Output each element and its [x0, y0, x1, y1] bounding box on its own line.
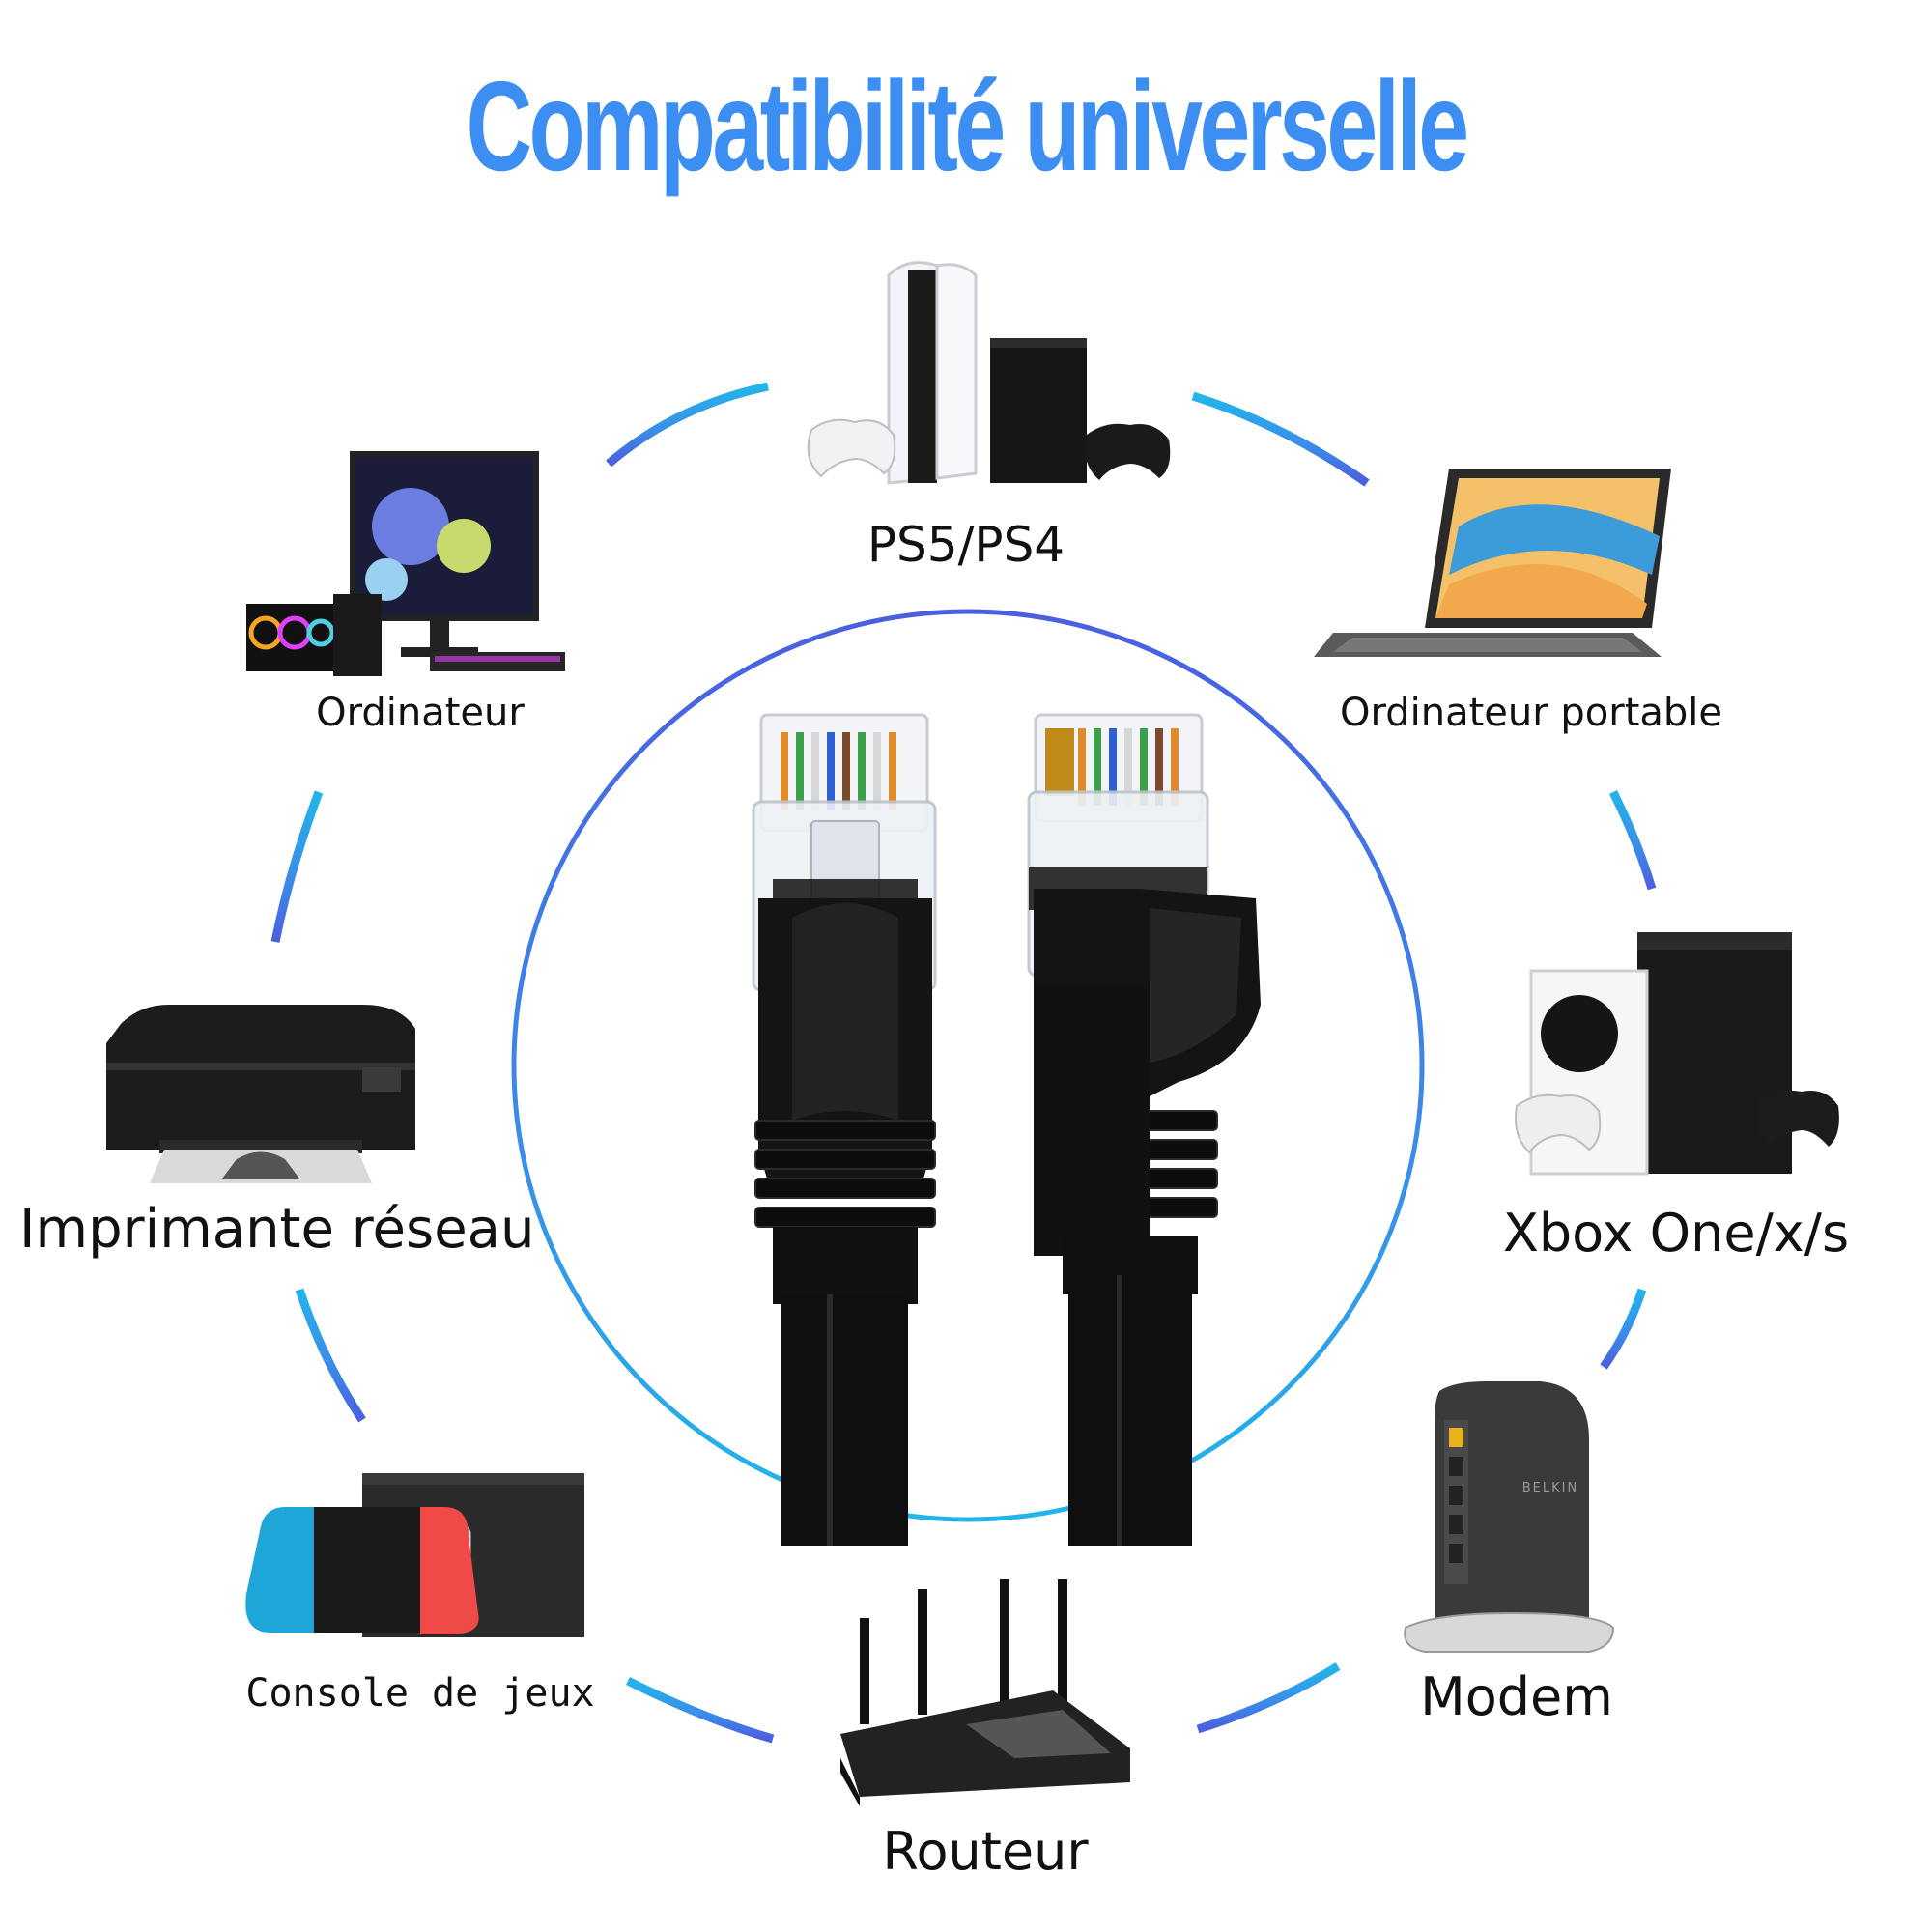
device-label-router: Routeur [882, 1821, 1089, 1882]
modem-icon [1404, 1381, 1615, 1653]
printer-icon [106, 1005, 415, 1183]
desktop-computer-icon [246, 451, 565, 676]
device-label-switch: Console de jeux [245, 1671, 595, 1716]
device-label-ps: PS5/PS4 [867, 517, 1065, 573]
device-label-laptop: Ordinateur portable [1339, 691, 1722, 735]
xbox-icon [1514, 932, 1839, 1176]
switch-console-icon [245, 1473, 584, 1637]
left-rj45-connector [752, 713, 937, 1546]
device-label-modem: Modem [1420, 1666, 1613, 1727]
laptop-icon [1314, 469, 1671, 657]
game-console-icon [807, 261, 1171, 485]
modem-brand: BELKIN [1521, 1481, 1579, 1495]
device-label-xbox: Xbox One/x/s [1502, 1203, 1850, 1264]
router-icon [840, 1579, 1130, 1806]
right-rj45-connector [1027, 713, 1261, 1546]
device-label-printer: Imprimante réseau [19, 1198, 535, 1261]
device-label-desktop: Ordinateur [316, 691, 525, 735]
ethernet-cable-icon [752, 713, 1261, 1546]
page-title: Compatibilité universelle [466, 55, 1470, 197]
